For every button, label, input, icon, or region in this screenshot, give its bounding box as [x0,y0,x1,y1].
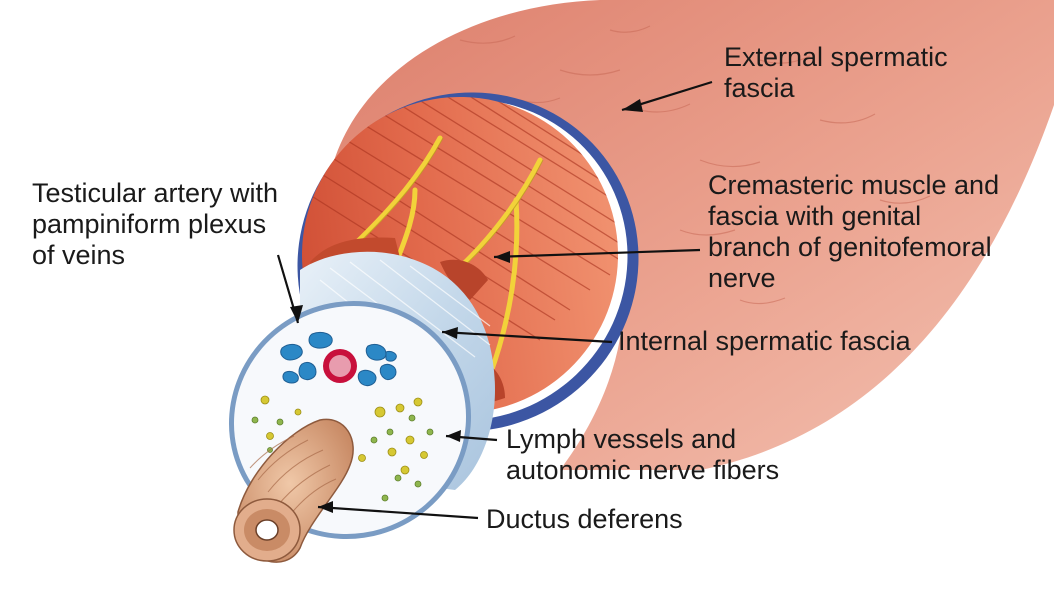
label-lymph-vessels: Lymph vessels and autonomic nerve fibers [506,424,779,486]
label-line: External spermatic [724,42,948,72]
label-external-spermatic-fascia: External spermatic fascia [724,42,948,104]
label-line: Testicular artery with [32,178,279,208]
label-ductus-deferens: Ductus deferens [486,504,683,535]
label-line: fascia with genital [708,201,922,231]
label-internal-spermatic-fascia: Internal spermatic fascia [618,326,911,357]
label-line: pampiniform plexus [32,209,267,239]
label-line: Internal spermatic fascia [618,326,911,356]
lymph-and-nerve-dots [251,395,434,502]
label-line: Ductus deferens [486,504,683,534]
label-line: autonomic nerve fibers [506,455,780,485]
label-line: Cremasteric muscle and [708,170,1000,200]
leader-arrowheads [290,99,643,513]
fascia-texture [459,25,931,305]
genital-nerve-branches [353,135,543,378]
label-line: nerve [708,263,776,293]
label-testicular-artery: Testicular artery with pampiniform plexu… [32,178,278,271]
ductus-deferens [233,418,354,563]
leader-ductus [317,505,479,520]
label-line: Lymph vessels and [506,424,737,454]
label-line: branch of genitofemoral [708,232,992,262]
label-line: fascia [724,73,795,103]
label-cremasteric-muscle: Cremasteric muscle and fascia with genit… [708,170,999,294]
leader-internal-fascia [441,330,613,344]
leader-cremasteric [493,248,701,259]
label-line: of veins [32,240,126,270]
pampiniform-veins [280,331,397,387]
